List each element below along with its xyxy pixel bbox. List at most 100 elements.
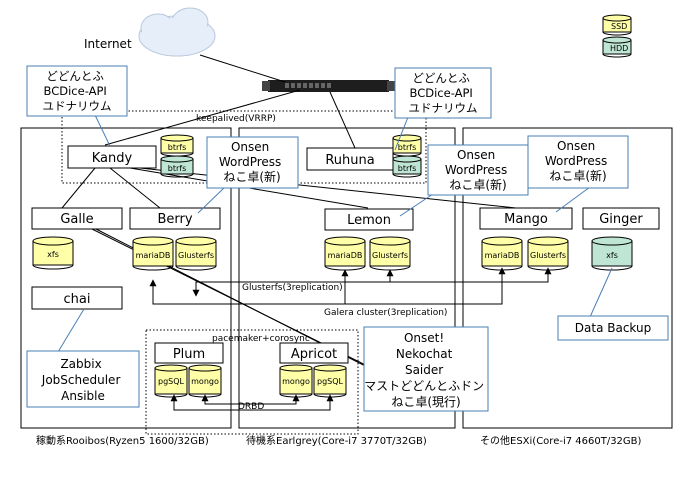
svg-text:Galle: Galle	[60, 212, 93, 227]
svg-text:Apricot: Apricot	[291, 347, 337, 362]
callout-line: BCDice-API	[44, 84, 107, 98]
drbd-link-pgsql	[170, 394, 334, 411]
drbd-label: DRBD	[238, 402, 264, 412]
svg-text:Berry: Berry	[157, 212, 192, 227]
lemon-mariadb: mariaDB	[324, 236, 366, 271]
svg-text:xfs: xfs	[47, 250, 59, 259]
callout-onsen-lemon: Onsen WordPress ねこ卓(新)	[399, 144, 529, 217]
svg-text:Lemon: Lemon	[347, 213, 391, 228]
node-apricot: Apricot	[279, 342, 349, 364]
node-galle: Galle	[31, 207, 123, 230]
svg-text:Onsen WordPress ねこ: Onsen WordPress ねこ卓(新)	[219, 140, 285, 184]
plum-pgsql: pgSQL	[154, 364, 188, 398]
callout-line: どどんとふ	[412, 71, 470, 85]
ruhuna-btrfs-ssd: btrfs	[392, 134, 422, 157]
cloud-icon	[138, 7, 216, 57]
node-mango: Mango	[479, 207, 573, 230]
legend-hdd-label: HDD	[610, 44, 628, 53]
callout-line: Data Backup	[575, 321, 651, 335]
internet-label: Internet	[84, 37, 132, 51]
svg-text:Kandy: Kandy	[92, 151, 133, 166]
callout-line: ねこ卓(新)	[549, 168, 606, 183]
callout-line: ねこ卓(新)	[449, 177, 506, 192]
callout-line: Onsen	[231, 140, 269, 154]
svg-text:Mango: Mango	[504, 212, 548, 227]
galle-xfs: xfs	[32, 236, 74, 270]
svg-text:Ruhuna: Ruhuna	[325, 153, 374, 168]
svg-text:Data Backup: Data Backup	[575, 321, 651, 335]
callout-line: Nekochat	[396, 347, 453, 361]
node-ruhuna: Ruhuna	[306, 147, 394, 171]
keepalived-group	[61, 110, 427, 184]
pacemaker-label: pacemaker+corosync	[212, 334, 310, 344]
ruhuna-btrfs-hdd: btrfs	[392, 155, 422, 178]
svg-text:btrfs: btrfs	[168, 164, 187, 173]
callout-line: JobScheduler	[41, 373, 121, 387]
callout-line: WordPress	[219, 155, 281, 169]
svg-text:xfs: xfs	[606, 251, 618, 260]
svg-text:Glusterfs: Glusterfs	[372, 251, 408, 260]
svg-text:pgSQL: pgSQL	[317, 377, 344, 386]
berry-glusterfs: Glusterfs	[175, 236, 217, 271]
svg-text:btrfs: btrfs	[398, 143, 417, 152]
callout-line: Saider	[405, 363, 443, 377]
host-label-esxi: その他ESXi(Core-i7 4660T/32GB)	[480, 434, 642, 447]
svg-text:Ginger: Ginger	[599, 212, 643, 227]
node-plum: Plum	[154, 342, 224, 364]
callout-line: Onset!	[404, 331, 444, 345]
callout-backup-ginger: Data Backup	[557, 267, 669, 341]
berry-mariadb: mariaDB	[132, 236, 174, 271]
legend-ssd-icon	[602, 14, 632, 36]
svg-text:mariaDB: mariaDB	[136, 251, 171, 260]
node-kandy: Kandy	[67, 145, 157, 169]
callout-line: BCDice-API	[410, 86, 473, 100]
plum-mongo: mongo	[188, 364, 222, 398]
kandy-btrfs-hdd: btrfs	[160, 155, 194, 178]
svg-text:Glusterfs: Glusterfs	[530, 251, 566, 260]
svg-text:どどんとふ BCDice-API ユ: どどんとふ BCDice-API ユドナリウム	[409, 71, 478, 115]
callout-line: ユドナリウム	[409, 101, 478, 115]
svg-text:mariaDB: mariaDB	[328, 251, 363, 260]
callout-line: Zabbix	[60, 357, 101, 371]
mango-glusterfs: Glusterfs	[527, 236, 569, 271]
keepalived-label: keepalived(VRRP)	[196, 114, 276, 124]
galera-label: Galera cluster(3replication)	[324, 308, 447, 318]
node-chai: chai	[31, 286, 123, 310]
callout-onsen-berry: Onsen WordPress ねこ卓(新)	[197, 136, 299, 214]
callout-line: Ansible	[61, 389, 105, 403]
node-berry: Berry	[129, 207, 221, 230]
legend-ssd-label: SSD	[611, 22, 627, 31]
svg-text:btrfs: btrfs	[398, 164, 417, 173]
svg-text:Zabbix JobScheduler: Zabbix JobScheduler Ansible	[41, 357, 124, 403]
callout-line: Onsen	[557, 139, 595, 153]
callout-line: WordPress	[545, 154, 607, 168]
svg-text:どどんとふ BCDice-API ユ: どどんとふ BCDice-API ユドナリウム	[43, 69, 112, 113]
host-label-earlgrey: 待機系Earlgrey(Core-i7 3770T/32GB)	[246, 434, 427, 447]
callout-web-kandy: どどんとふ BCDice-API ユドナリウム	[26, 65, 128, 147]
callout-line: Onsen	[457, 148, 495, 162]
lemon-glusterfs: Glusterfs	[369, 236, 411, 271]
svg-text:Onsen WordPress ねこ: Onsen WordPress ねこ卓(新)	[445, 148, 511, 192]
svg-text:chai: chai	[64, 292, 91, 307]
svg-text:Onset! Nekochat Sa: Onset! Nekochat Saider マストどどんとふドン ねこ卓(現行…	[364, 331, 488, 409]
kandy-btrfs-ssd: btrfs	[160, 134, 194, 157]
callout-ops-chai: Zabbix JobScheduler Ansible	[26, 308, 140, 408]
svg-text:btrfs: btrfs	[168, 143, 187, 152]
callout-line: ねこ卓(現行)	[391, 395, 460, 409]
svg-text:mariaDB: mariaDB	[485, 251, 520, 260]
svg-text:Glusterfs: Glusterfs	[178, 251, 214, 260]
apricot-pgsql: pgSQL	[313, 364, 347, 398]
callout-web-ruhuna: どどんとふ BCDice-API ユドナリウム	[394, 67, 492, 151]
internet-router-link	[199, 54, 286, 83]
callout-line: どどんとふ	[46, 69, 104, 83]
legend-hdd-icon	[602, 36, 632, 58]
glusterfs-label: Glusterfs(3replication)	[242, 283, 343, 293]
callout-line: ねこ卓(新)	[223, 169, 280, 184]
router-icon	[262, 80, 395, 92]
host-label-rooibos: 稼動系Rooibos(Ryzen5 1600/32GB)	[36, 434, 209, 447]
drbd-link-mongo	[201, 394, 300, 405]
callout-line: WordPress	[445, 163, 507, 177]
svg-text:mongo: mongo	[282, 377, 310, 386]
pacemaker-group	[145, 329, 359, 435]
